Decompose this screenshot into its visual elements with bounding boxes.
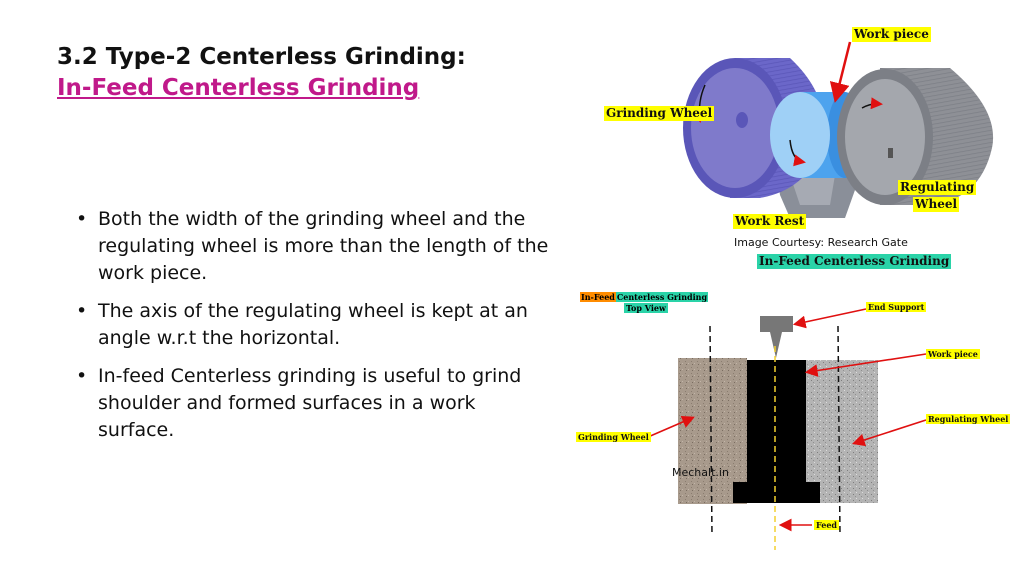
label-grinding-wheel-3d: Grinding Wheel xyxy=(604,106,715,121)
label-regulating-wheel-top: Regulating Wheel xyxy=(926,414,1011,424)
label-grinding-wheel-top: Grinding Wheel xyxy=(576,432,651,442)
watermark: Mechalt.in xyxy=(672,466,729,479)
label-regulating-wheel-3d-line2: Wheel xyxy=(913,197,960,212)
workpiece-top xyxy=(733,360,820,503)
slide-subtitle: In-Feed Centerless Grinding xyxy=(57,75,420,101)
regulating-wheel-block xyxy=(806,360,878,503)
figure-caption-3d: In-Feed Centerless Grinding xyxy=(757,254,952,269)
end-support xyxy=(760,316,793,358)
label-work-piece-top: Work piece xyxy=(926,349,980,359)
grinding-wheel-block xyxy=(678,358,747,504)
bullet-item: Both the width of the grinding wheel and… xyxy=(76,206,556,287)
bullet-item: The axis of the regulating wheel is kept… xyxy=(76,298,556,352)
bullet-list: Both the width of the grinding wheel and… xyxy=(76,206,556,455)
bullet-item: In-feed Centerless grinding is useful to… xyxy=(76,363,556,444)
label-work-rest: Work Rest xyxy=(733,214,807,229)
regulating-wheel-3d xyxy=(837,68,994,205)
top-view-title-part2: Centerless Grinding xyxy=(615,292,709,302)
top-view-title-line2: Top View xyxy=(624,303,668,313)
top-view-title-part1: In-Feed xyxy=(580,292,616,302)
image-courtesy: Image Courtesy: Research Gate xyxy=(734,236,908,249)
label-feed: Feed xyxy=(814,520,840,530)
label-regulating-wheel-3d-line1: Regulating xyxy=(898,180,977,195)
slide-title: 3.2 Type-2 Centerless Grinding: xyxy=(57,44,466,70)
label-work-piece-3d: Work piece xyxy=(852,27,931,42)
label-end-support: End Support xyxy=(866,302,927,312)
